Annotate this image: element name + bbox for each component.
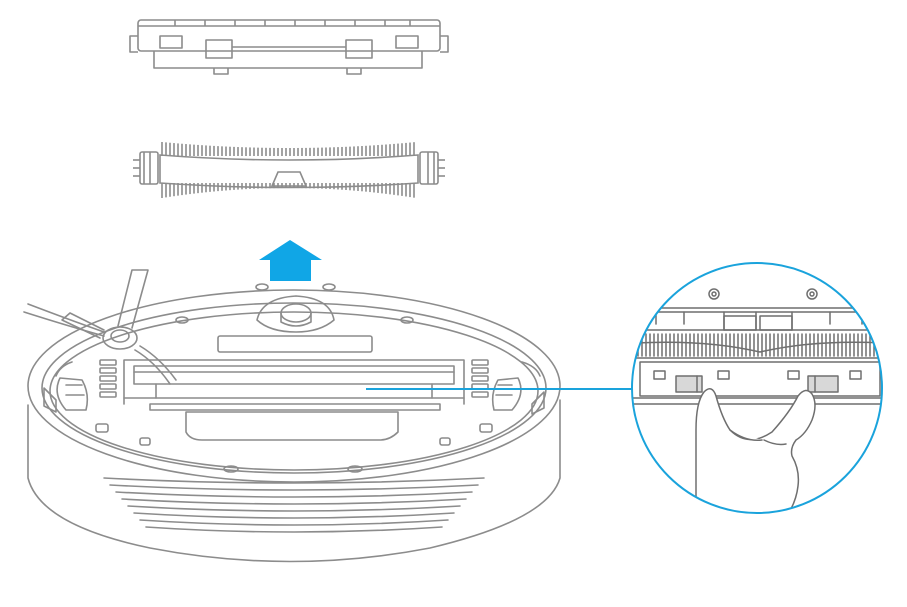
vent-slot [109,484,479,491]
brush-cover-end-right [440,35,449,53]
brush-cover-lower-frame [153,51,423,69]
detail-screws [708,288,818,300]
grill-bar [471,391,489,398]
main-brush-end-cap-right [419,151,445,185]
robot-vacuum-underside [23,269,561,563]
main-brush-center-hub [270,171,308,187]
robot-side-vents [103,477,485,533]
brush-cover-ribs [174,20,411,26]
robot-edge-detail-left [55,361,73,377]
brush-cover-latch-left [205,39,233,59]
robot-wheel-right [491,377,522,411]
grill-bar [99,383,117,390]
detail-frame-windows [653,370,862,380]
grill-bar [99,391,117,398]
vent-slot [121,498,467,505]
vent-slot [145,526,443,533]
robot-side-brush [23,269,177,385]
brush-cover [129,19,449,75]
brush-cover-tab-left [213,68,229,75]
robot-grill-right [471,359,489,398]
detail-frame [639,361,881,397]
robot-rim-notches [175,283,414,473]
robot-bumper-right [531,391,545,415]
detail-brush-bristles [632,333,882,357]
robot-edge-detail-right [521,361,541,377]
detail-latch-left [675,375,703,393]
grill-bar [471,375,489,382]
vent-slot [103,477,485,484]
robot-side-wall [27,399,561,563]
hand-icon [695,388,816,513]
robot-sensor-plate [217,335,373,353]
vent-slot [115,491,473,498]
robot-cliff-sensors [95,423,493,446]
detail-cover-ribs [655,311,863,331]
robot-front-caster [256,295,335,333]
brush-cover-latch-right [345,39,373,59]
robot-wheel-left [56,377,89,411]
main-brush-end-cap-left [133,151,159,185]
robot-grill-left [99,359,117,398]
robot-base-plate [49,311,539,471]
main-brush [133,142,445,198]
main-brush-bristles [161,142,415,198]
brush-cover-slot-left [159,35,183,49]
robot-outer-rim [27,289,561,483]
brush-cover-tab-right [346,68,362,75]
bristle-curve [632,341,882,353]
main-brush-core [159,154,419,189]
brush-cover-end-left [129,35,138,53]
grill-bar [99,367,117,374]
grill-bar [99,375,117,382]
up-arrow-icon [259,240,322,281]
detail-magnifier [631,262,883,514]
robot-brush-bay [123,359,465,411]
grill-bar [471,359,489,366]
vent-slot [133,512,455,519]
robot-dustbin-window [185,411,399,441]
grill-bar [471,367,489,374]
grill-bar [99,359,117,366]
vent-slot [139,519,449,526]
detail-latch-right [807,375,839,393]
robot-bumper-left [43,387,57,413]
brush-cover-slot-right [395,35,419,49]
detail-magnifier-ring [631,262,883,514]
vent-slot [127,505,461,512]
